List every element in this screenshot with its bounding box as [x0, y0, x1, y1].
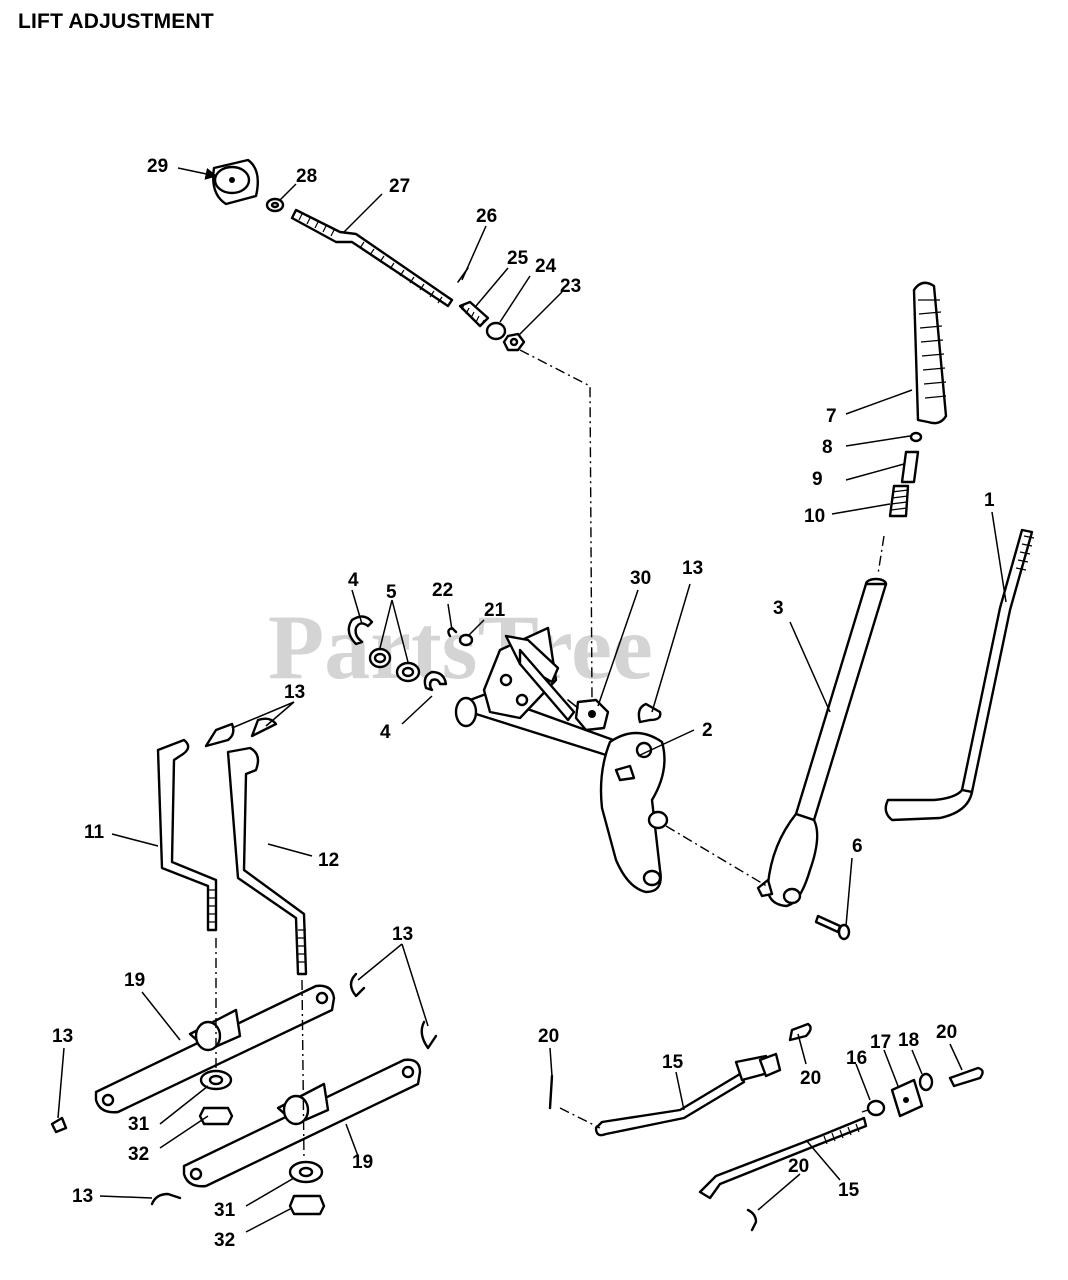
- callout-21: 21: [484, 600, 506, 621]
- callout-27: 27: [389, 176, 410, 197]
- callout-2: 2: [702, 720, 713, 741]
- part-31-bushing-upper[interactable]: [199, 1069, 233, 1091]
- callout-16: 16: [846, 1048, 867, 1069]
- part-24-washer[interactable]: [485, 321, 507, 341]
- part-13-hairpins-right[interactable]: [349, 972, 438, 1050]
- assembly-lines: [215, 349, 885, 1161]
- callout-32-lower: 32: [214, 1230, 235, 1251]
- callout-18: 18: [898, 1030, 919, 1051]
- callout-32-upper: 32: [128, 1144, 149, 1165]
- callout-17: 17: [870, 1032, 891, 1053]
- part-8-retainer[interactable]: [909, 431, 923, 443]
- callout-1: 1: [984, 490, 995, 511]
- part-31-bushing-lower[interactable]: [288, 1160, 324, 1184]
- part-7-grip[interactable]: [912, 281, 948, 425]
- callout-19-lower: 19: [352, 1152, 373, 1173]
- diagram-title: LIFT ADJUSTMENT: [18, 10, 214, 33]
- part-32-nut-upper[interactable]: [198, 1106, 234, 1126]
- callout-19-upper: 19: [124, 970, 145, 991]
- part-20-clip-upper-right[interactable]: [788, 1022, 812, 1042]
- callout-15-lower: 15: [838, 1180, 860, 1201]
- callout-26: 26: [476, 206, 497, 227]
- part-3-lift-lever[interactable]: [756, 577, 888, 908]
- part-6-bolt[interactable]: [814, 914, 851, 941]
- part-25-spring[interactable]: [458, 300, 490, 328]
- parts-tree-watermark: PartsTree: [268, 596, 653, 698]
- part-4-e-ring-upper[interactable]: [347, 615, 374, 646]
- callout-10: 10: [804, 506, 825, 527]
- part-1-lift-rod[interactable]: [884, 528, 1035, 822]
- callout-labels: 29 28 27 26 25 24 23 7 8 9 10 1 3 2 6 4 …: [52, 156, 995, 1251]
- callout-7: 7: [826, 406, 837, 427]
- callout-13-left: 13: [284, 682, 305, 703]
- part-18-washer[interactable]: [918, 1072, 934, 1092]
- part-28-washer[interactable]: [265, 197, 285, 213]
- part-13-hairpin-bar-left[interactable]: [50, 1116, 68, 1134]
- callout-13-right: 13: [392, 924, 413, 945]
- part-11-lift-link[interactable]: [156, 738, 218, 932]
- part-17-trunnion[interactable]: [890, 1078, 924, 1118]
- callout-3: 3: [773, 598, 784, 619]
- callout-9: 9: [812, 469, 823, 490]
- part-2-lift-shaft[interactable]: [454, 626, 669, 894]
- part-12-lift-link[interactable]: [226, 746, 308, 976]
- part-13-hairpins-left[interactable]: [204, 717, 278, 748]
- part-32-nut-lower[interactable]: [288, 1194, 326, 1216]
- callout-12: 12: [318, 850, 339, 871]
- callout-13-bar-lower: 13: [72, 1186, 93, 1207]
- part-20-clip-lower[interactable]: [746, 1208, 758, 1232]
- callout-11: 11: [84, 822, 105, 843]
- part-15-rod-upper[interactable]: [594, 1052, 782, 1137]
- callout-20-mid: 20: [800, 1068, 821, 1089]
- callout-5: 5: [386, 582, 397, 603]
- part-5-washers[interactable]: [368, 647, 421, 683]
- callout-20-right: 20: [936, 1022, 957, 1043]
- callout-20-lower: 20: [788, 1156, 809, 1177]
- part-30-trunnion[interactable]: [567, 698, 610, 732]
- part-20-clip-left[interactable]: [548, 1074, 554, 1110]
- callout-13-upper: 13: [682, 558, 703, 579]
- part-20-clip-far-right[interactable]: [948, 1066, 984, 1088]
- part-4-e-ring-lower[interactable]: [423, 670, 448, 692]
- callout-31-lower: 31: [214, 1200, 236, 1221]
- part-21-nut[interactable]: [458, 633, 474, 647]
- part-23-nut[interactable]: [502, 332, 526, 352]
- callout-29: 29: [147, 156, 168, 177]
- callout-20-left: 20: [538, 1026, 559, 1047]
- part-16-nut[interactable]: [866, 1099, 886, 1117]
- callout-6: 6: [852, 836, 863, 857]
- part-10-spring[interactable]: [888, 484, 910, 518]
- callout-25: 25: [507, 248, 529, 269]
- callout-28: 28: [296, 166, 317, 187]
- part-13-hairpin-upper-right[interactable]: [637, 702, 662, 724]
- callout-23: 23: [560, 276, 581, 297]
- callout-24: 24: [535, 256, 557, 277]
- callout-31-upper: 31: [128, 1114, 150, 1135]
- part-13-hairpin-bar-lower[interactable]: [150, 1192, 182, 1206]
- callout-15-upper: 15: [662, 1052, 684, 1073]
- callout-22: 22: [432, 580, 453, 601]
- part-27-adjustment-rod[interactable]: [290, 208, 454, 308]
- callout-8: 8: [822, 437, 833, 458]
- part-29-knob[interactable]: [212, 158, 259, 206]
- leader-lines: [57, 167, 1007, 1233]
- callout-4-lower: 4: [380, 722, 391, 743]
- callout-4-upper: 4: [348, 570, 359, 591]
- callout-13-bar-left: 13: [52, 1026, 73, 1047]
- part-19-lift-bar-upper[interactable]: [94, 984, 336, 1114]
- part-9-button-rod[interactable]: [900, 450, 920, 484]
- part-15-rod-lower[interactable]: [698, 1116, 868, 1200]
- callout-30: 30: [630, 568, 651, 589]
